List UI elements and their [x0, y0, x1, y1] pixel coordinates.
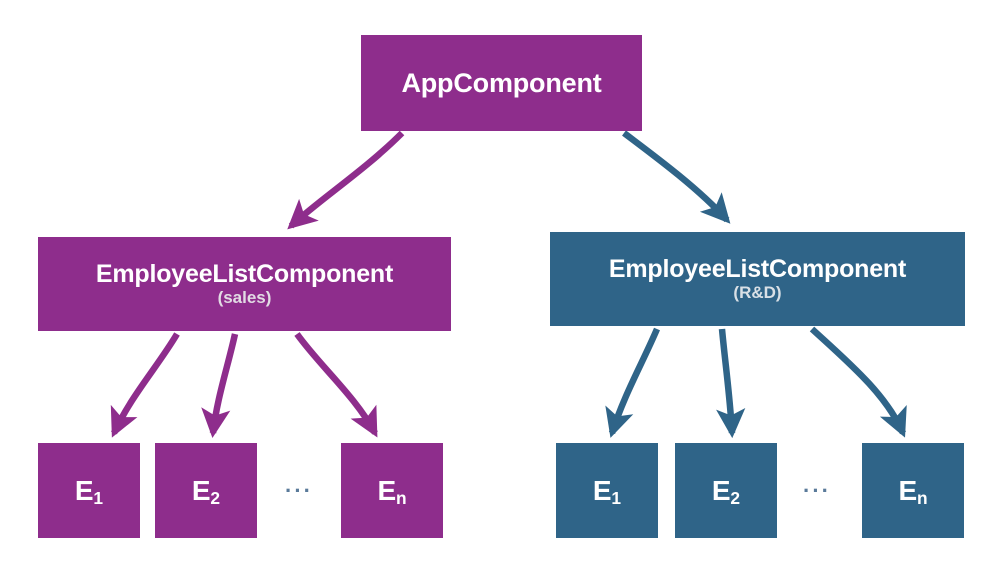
node-employee-sales-n-label: En	[377, 474, 407, 508]
node-employee-rnd-2[interactable]: E2	[675, 443, 777, 538]
node-employee-list-rnd[interactable]: EmployeeListComponent (R&D)	[550, 232, 965, 326]
employee-letter: E	[377, 474, 396, 506]
employee-index: 2	[210, 487, 221, 508]
ellipsis-rnd: ···	[803, 478, 831, 503]
edge-rnd-to-e1	[605, 327, 660, 438]
employee-letter: E	[711, 474, 731, 506]
employee-index: n	[395, 487, 407, 508]
node-employee-sales-2-label: E2	[191, 474, 221, 508]
employee-index: 1	[611, 487, 622, 508]
node-employee-sales-n[interactable]: En	[341, 443, 443, 538]
node-employee-rnd-2-label: E2	[711, 474, 741, 508]
edge-root-to-sales	[287, 130, 405, 230]
employee-letter: E	[191, 474, 211, 506]
employee-letter: E	[592, 474, 612, 506]
employee-index: 2	[730, 487, 741, 508]
node-employee-list-sales-label: EmployeeListComponent	[95, 259, 394, 288]
node-employee-sales-1[interactable]: E1	[38, 443, 140, 538]
employee-letter: E	[74, 474, 94, 506]
node-employee-list-rnd-sublabel: (R&D)	[733, 282, 782, 302]
node-employee-list-sales[interactable]: EmployeeListComponent (sales)	[38, 237, 451, 331]
ellipsis-sales: ···	[285, 478, 313, 503]
edge-rnd-to-en	[809, 326, 907, 438]
node-employee-rnd-n[interactable]: En	[862, 443, 964, 538]
edge-sales-to-e2	[201, 333, 239, 439]
edge-sales-to-e1	[110, 332, 180, 438]
employee-letter: E	[898, 474, 917, 506]
node-app-component-label: AppComponent	[401, 67, 602, 98]
node-employee-rnd-1-label: E1	[592, 474, 622, 508]
edge-sales-to-en	[294, 332, 378, 438]
node-employee-sales-1-label: E1	[74, 474, 104, 508]
node-app-component[interactable]: AppComponent	[361, 35, 642, 131]
edge-rnd-to-e2	[716, 328, 746, 439]
employee-index: 1	[93, 487, 104, 508]
node-employee-rnd-n-label: En	[898, 474, 928, 508]
node-employee-list-sales-sublabel: (sales)	[217, 287, 272, 307]
node-employee-list-rnd-label: EmployeeListComponent	[608, 254, 907, 283]
employee-index: n	[916, 487, 928, 508]
edge-root-to-rnd	[622, 130, 731, 224]
node-employee-sales-2[interactable]: E2	[155, 443, 257, 538]
node-employee-rnd-1[interactable]: E1	[556, 443, 658, 538]
